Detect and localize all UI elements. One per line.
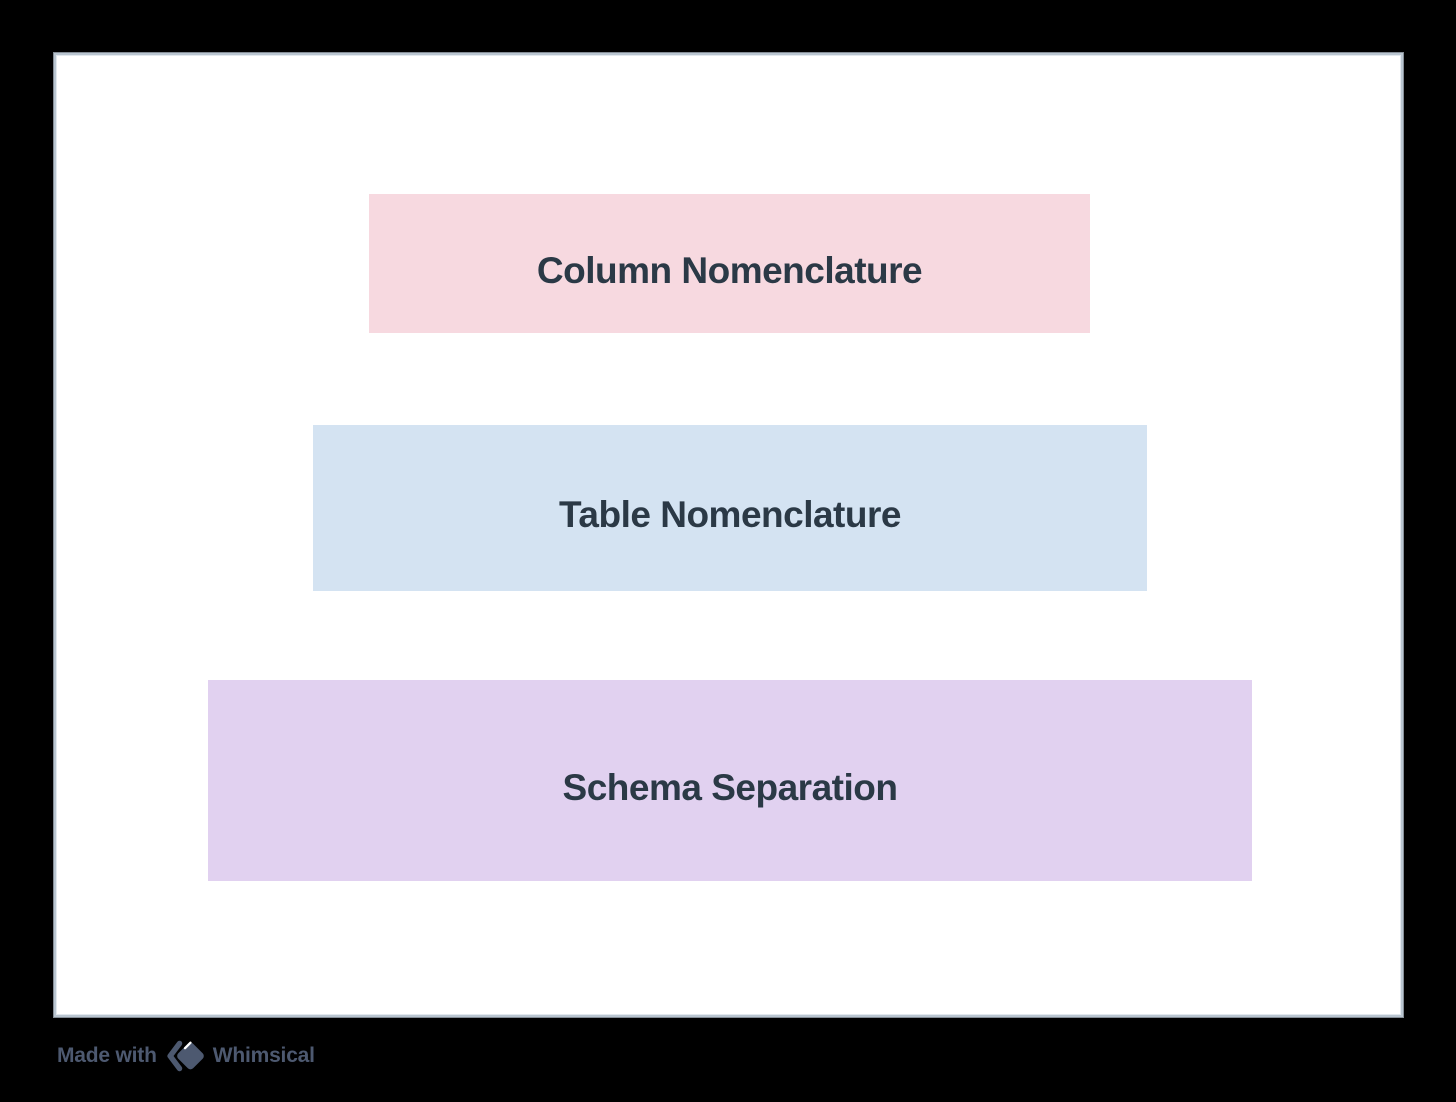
shape-label-column-nomenclature: Column Nomenclature bbox=[537, 250, 922, 292]
shape-column-nomenclature[interactable]: Column Nomenclature bbox=[369, 194, 1090, 333]
shape-label-schema-separation: Schema Separation bbox=[563, 767, 898, 809]
shape-table-nomenclature[interactable]: Table Nomenclature bbox=[313, 425, 1147, 591]
shape-label-table-nomenclature: Table Nomenclature bbox=[559, 494, 901, 536]
made-with-whimsical-watermark[interactable]: Made with Whimsical bbox=[57, 1037, 315, 1075]
whimsical-logo-icon bbox=[166, 1038, 204, 1074]
shape-schema-separation[interactable]: Schema Separation bbox=[208, 680, 1252, 881]
watermark-made-with-text: Made with bbox=[57, 1044, 157, 1068]
whimsical-canvas: Column Nomenclature Table Nomenclature S… bbox=[53, 52, 1404, 1018]
watermark-brand-text: Whimsical bbox=[213, 1044, 315, 1068]
